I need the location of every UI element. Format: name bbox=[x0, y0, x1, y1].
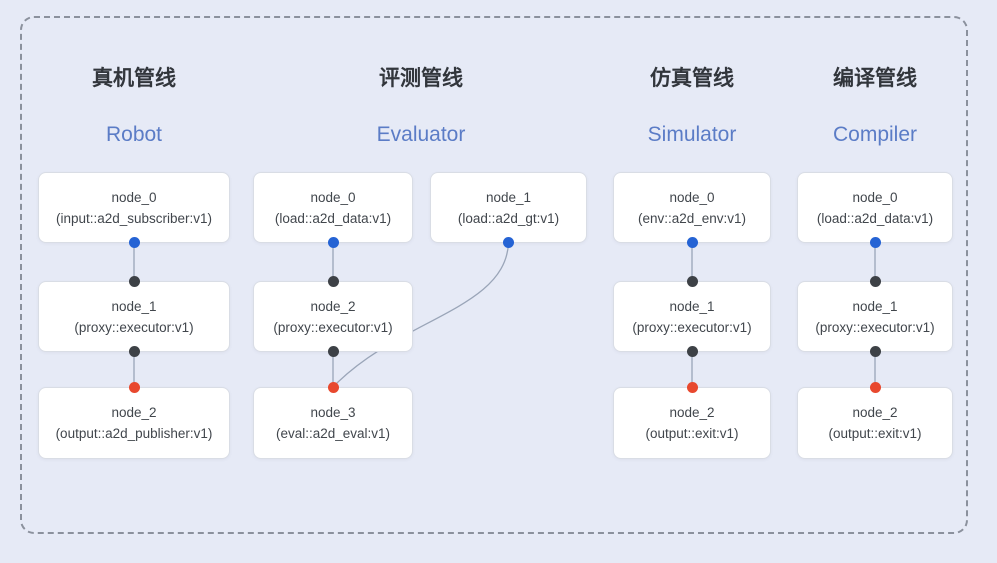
input-port-dot bbox=[869, 382, 881, 393]
graph-node-robot-node_1: node_1 (proxy::executor:v1) bbox=[38, 276, 230, 357]
graph-node-compiler-node_2: node_2 (output::exit:v1) bbox=[797, 382, 953, 459]
node-type: (proxy::executor:v1) bbox=[273, 319, 393, 335]
graph-node-evaluator-node_3: node_3 (eval::a2d_eval:v1) bbox=[253, 382, 413, 459]
node-type: (output::exit:v1) bbox=[645, 426, 739, 441]
node-type: (load::a2d_data:v1) bbox=[816, 210, 934, 226]
input-port-dot bbox=[686, 276, 698, 287]
graph-node-simulator-node_1: node_1 (proxy::executor:v1) bbox=[613, 276, 771, 357]
node-label: node_1 bbox=[111, 298, 157, 314]
output-port-dot bbox=[128, 346, 140, 357]
node-label: node_2 bbox=[310, 298, 356, 314]
output-port-dot bbox=[327, 346, 339, 357]
graph-node-evaluator-node_0: node_0 (load::a2d_data:v1) bbox=[253, 172, 413, 248]
pipeline-title-zh-evaluator: 评测管线 bbox=[379, 67, 463, 90]
output-port-dot bbox=[686, 346, 698, 357]
input-port-dot bbox=[327, 276, 339, 287]
input-port-dot bbox=[869, 276, 881, 287]
output-port-dot bbox=[869, 346, 881, 357]
node-type: (output::exit:v1) bbox=[828, 426, 922, 441]
graph-node-simulator-node_2: node_2 (output::exit:v1) bbox=[613, 382, 771, 459]
pipeline-title-en-compiler: Compiler bbox=[832, 123, 918, 146]
node-type: (load::a2d_gt:v1) bbox=[457, 210, 560, 226]
input-port-dot bbox=[686, 382, 698, 393]
node-label: node_3 bbox=[310, 405, 356, 420]
output-port-dot bbox=[686, 237, 698, 248]
node-label: node_0 bbox=[111, 189, 157, 205]
node-label: node_0 bbox=[310, 189, 356, 205]
input-port-dot bbox=[128, 276, 140, 287]
pipeline-title-zh-compiler: 编译管线 bbox=[833, 67, 917, 90]
node-type: (load::a2d_data:v1) bbox=[274, 210, 392, 226]
node-label: node_2 bbox=[669, 405, 715, 420]
node-label: node_2 bbox=[111, 405, 157, 420]
input-port-dot bbox=[128, 382, 140, 393]
node-label: node_2 bbox=[852, 405, 898, 420]
node-type: (proxy::executor:v1) bbox=[815, 319, 935, 335]
input-port-dot bbox=[327, 382, 339, 393]
output-port-dot bbox=[327, 237, 339, 248]
edge-evaluator-node_1-node_3 bbox=[332, 242, 510, 388]
node-label: node_1 bbox=[852, 298, 898, 314]
node-type: (input::a2d_subscriber:v1) bbox=[55, 210, 213, 226]
graph-node-compiler-node_1: node_1 (proxy::executor:v1) bbox=[797, 276, 953, 357]
node-type: (proxy::executor:v1) bbox=[74, 319, 194, 335]
node-label: node_0 bbox=[669, 189, 715, 205]
node-type: (proxy::executor:v1) bbox=[632, 319, 752, 335]
node-label: node_0 bbox=[852, 189, 898, 205]
output-port-dot bbox=[128, 237, 140, 248]
graph-node-evaluator-node_2: node_2 (proxy::executor:v1) bbox=[253, 276, 413, 357]
pipeline-title-en-simulator: Simulator bbox=[647, 123, 737, 146]
pipeline-title-zh-simulator: 仿真管线 bbox=[650, 67, 734, 90]
graph-node-robot-node_2: node_2 (output::a2d_publisher:v1) bbox=[38, 382, 230, 459]
graph-node-compiler-node_0: node_0 (load::a2d_data:v1) bbox=[797, 172, 953, 248]
pipeline-title-en-evaluator: Evaluator bbox=[376, 123, 466, 146]
output-port-dot bbox=[503, 237, 514, 248]
node-label: node_1 bbox=[485, 189, 532, 205]
node-type: (eval::a2d_eval:v1) bbox=[275, 426, 391, 441]
pipeline-title-en-robot: Robot bbox=[105, 123, 163, 146]
node-label: node_1 bbox=[669, 298, 715, 314]
graph-node-robot-node_0: node_0 (input::a2d_subscriber:v1) bbox=[38, 172, 230, 248]
graph-node-evaluator-node_1: node_1 (load::a2d_gt:v1) bbox=[430, 172, 587, 248]
graph-node-simulator-node_0: node_0 (env::a2d_env:v1) bbox=[613, 172, 771, 248]
node-type: (output::a2d_publisher:v1) bbox=[55, 426, 213, 441]
pipeline-title-zh-robot: 真机管线 bbox=[92, 67, 176, 90]
output-port-dot bbox=[869, 237, 881, 248]
dashed-frame bbox=[20, 16, 968, 534]
node-type: (env::a2d_env:v1) bbox=[637, 210, 747, 226]
